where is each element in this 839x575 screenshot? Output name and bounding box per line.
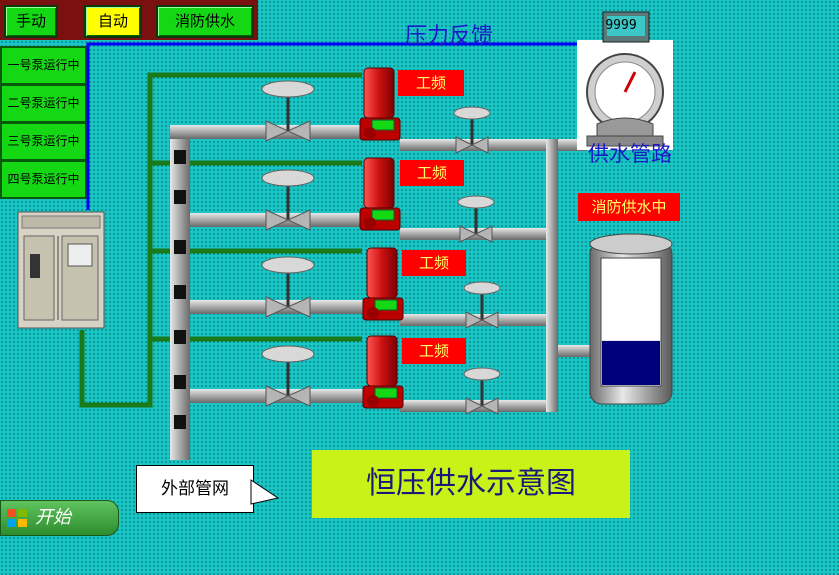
gauge-display: 9999 <box>605 18 637 33</box>
pump-3-mode-label: 工频 <box>402 250 466 276</box>
fire-supply-status: 消防供水中 <box>578 193 680 221</box>
water-tank <box>589 233 673 405</box>
pumps <box>359 67 404 409</box>
pump-2-mode-label: 工频 <box>400 160 464 186</box>
mode-toolbar: 手动 自动 消防供水 <box>0 0 258 40</box>
pump-1-mode-label: 工频 <box>398 70 464 96</box>
manual-mode-button[interactable]: 手动 <box>4 5 58 38</box>
pressure-gauge <box>577 11 673 150</box>
pump-3-status: 三号泵运行中 <box>0 122 87 161</box>
control-cabinet <box>17 211 105 329</box>
auto-mode-button[interactable]: 自动 <box>84 5 142 38</box>
start-button-label: 开始 <box>35 507 71 528</box>
callout-pointer <box>250 479 280 505</box>
pressure-feedback-wire <box>86 42 600 210</box>
outlet-valves <box>453 106 501 415</box>
pressure-feedback-label: 压力反馈 <box>405 24 494 49</box>
external-network-callout: 外部管网 <box>136 465 254 513</box>
start-button[interactable]: 开始 <box>0 500 119 536</box>
supply-pipe-label: 供水管路 <box>588 142 672 166</box>
pump-4-status: 四号泵运行中 <box>0 160 87 199</box>
intake-valves <box>261 80 315 407</box>
fire-supply-mode-button[interactable]: 消防供水 <box>156 5 254 38</box>
windows-logo-icon <box>7 509 27 527</box>
pump-4-mode-label: 工频 <box>402 338 466 364</box>
outlet-pipes <box>400 105 612 412</box>
control-wires <box>79 72 362 408</box>
pump-2-status: 二号泵运行中 <box>0 84 87 123</box>
diagram-title: 恒压供水示意图 <box>312 450 630 518</box>
